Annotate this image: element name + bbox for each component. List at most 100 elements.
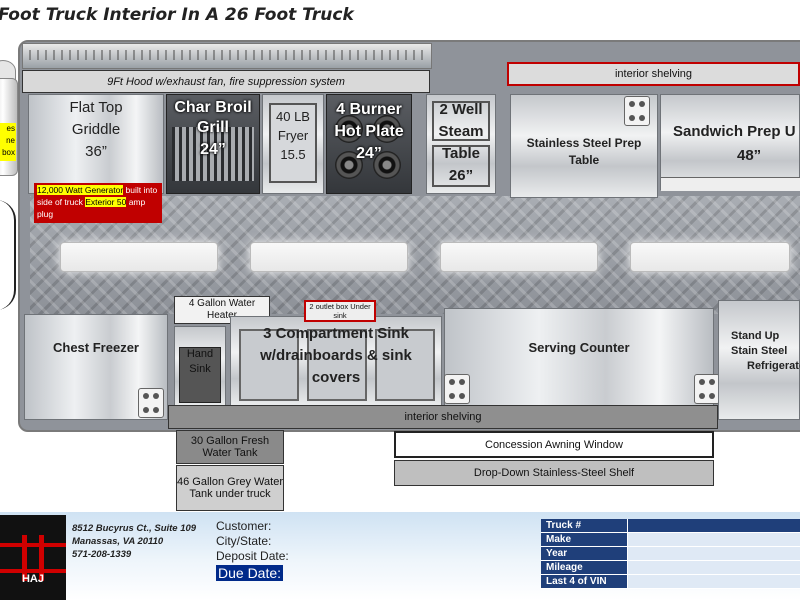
burner-icon xyxy=(373,151,401,179)
bottom-interior-shelving: interior shelving xyxy=(168,405,718,429)
flat-top-griddle: Flat Top Griddle 36” xyxy=(28,94,164,194)
griddle-line-1: Flat Top xyxy=(69,99,123,116)
charbroil-line-2: Grill xyxy=(196,119,229,136)
grill-grate xyxy=(172,127,254,181)
due-date-label: Due Date: xyxy=(216,565,284,581)
comp-sink-line-3: covers xyxy=(311,369,361,386)
vin-label: Last 4 of VIN xyxy=(541,575,627,588)
ceiling-light xyxy=(630,242,790,272)
steam-line-3: Table xyxy=(441,145,481,162)
year-label: Year xyxy=(541,547,627,560)
fryer-line-2: Fryer xyxy=(277,128,309,143)
outlet-icon xyxy=(694,374,720,404)
left-note-line-2: ne xyxy=(6,136,15,145)
griddle-line-3: 36” xyxy=(85,143,107,160)
left-note: es ne box xyxy=(0,123,16,161)
concession-awning-window: Concession Awning Window xyxy=(394,431,714,458)
deposit-date-label: Deposit Date: xyxy=(216,549,289,563)
year-value[interactable] xyxy=(627,547,800,560)
chest-freezer-label: Chest Freezer xyxy=(53,340,139,355)
serving-counter: Serving Counter xyxy=(444,308,714,420)
charbroil-line-3: 24” xyxy=(200,141,226,158)
four-burner-hot-plate: 4 Burner Hot Plate 24” xyxy=(326,94,412,194)
hand-sink-line-2: Sink xyxy=(189,363,211,375)
ceiling-light xyxy=(250,242,408,272)
generator-note-part-3: Exterior 50 xyxy=(85,197,127,207)
mileage-label: Mileage xyxy=(541,561,627,574)
charbroil-line-1: Char Broil xyxy=(174,99,252,116)
mileage-value[interactable] xyxy=(627,561,800,574)
table-row: Mileage xyxy=(541,561,800,575)
generator-note-part-2: built into side of truck xyxy=(37,185,158,207)
sandwich-prep-unit: Sandwich Prep U 48” xyxy=(660,94,800,191)
outlet-icon xyxy=(624,96,650,126)
steam-well xyxy=(432,101,490,141)
outlet-icon xyxy=(444,374,470,404)
make-value[interactable] xyxy=(627,533,800,546)
burner-icon xyxy=(335,151,363,179)
hood-top xyxy=(22,43,432,69)
company-address: 8512 Bucyrus Ct., Suite 109 Manassas, VA… xyxy=(72,522,196,561)
steam-line-4: 26” xyxy=(448,167,474,184)
grey-water-tank: 46 Gallon Grey Water Tank under truck xyxy=(176,465,284,511)
truck-info-table: Truck # Make Year Mileage Last 4 of VIN xyxy=(541,519,800,589)
char-broil-grill: Char Broil Grill 24” xyxy=(166,94,260,194)
table-row: Year xyxy=(541,547,800,561)
vin-value[interactable] xyxy=(627,575,800,588)
serving-counter-label: Serving Counter xyxy=(528,340,630,355)
address-line-2: Manassas, VA 20110 xyxy=(72,536,164,547)
page-title: Foot Truck Interior In A 26 Foot Truck xyxy=(0,5,354,25)
address-line-1: 8512 Bucyrus Ct., Suite 109 xyxy=(72,523,197,534)
ceiling-light xyxy=(60,242,218,272)
truck-number-label: Truck # xyxy=(541,519,627,532)
fryer-basket xyxy=(269,103,317,183)
truck-number-value[interactable] xyxy=(627,519,800,532)
generator-note-part-1: 12,000 Watt Generator xyxy=(37,185,124,195)
fryer: 40 LB Fryer 15.5 xyxy=(262,94,324,194)
fridge-line-2: Steel xyxy=(761,345,788,357)
company-logo: HAJ xyxy=(0,515,66,600)
table-row: Truck # xyxy=(541,519,800,533)
hotplate-line-1: 4 Burner xyxy=(336,101,402,118)
table-row: Last 4 of VIN xyxy=(541,575,800,589)
stand-up-refrigerator: Stand Up Stain Steel Refrigerato xyxy=(718,300,800,420)
logo-text: HAJ xyxy=(21,573,44,585)
burner-icon xyxy=(373,115,401,143)
generator-note-part-4: amp plug xyxy=(37,197,146,219)
comp-sink-line-2: w/drainboards & sink xyxy=(260,347,412,364)
comp-sink-line-1: 3 Compartment Sink xyxy=(263,325,409,342)
hand-sink-basin xyxy=(179,347,221,403)
table-row: Make xyxy=(541,533,800,547)
left-note-line-1: es xyxy=(6,124,15,133)
hood-label: 9Ft Hood w/exhaust fan, fire suppression… xyxy=(22,70,430,93)
steam-well xyxy=(432,145,490,187)
side-arc xyxy=(0,200,16,310)
fridge-line-1: Stand Up Stain xyxy=(731,330,780,357)
drop-down-shelf: Drop-Down Stainless-Steel Shelf xyxy=(394,460,714,486)
generator-note: 12,000 Watt Generator built into side of… xyxy=(34,183,162,223)
steam-line-2: Steam xyxy=(438,123,484,140)
outlet-box-label: 2 outlet box Under sink xyxy=(304,300,376,322)
prep-table-line-2: Table xyxy=(568,153,600,167)
sandwich-line-1: Sandwich Prep U xyxy=(673,123,796,140)
sink-basin xyxy=(307,329,367,401)
hotplate-line-3: 24” xyxy=(356,145,382,162)
fryer-line-1: 40 LB xyxy=(276,109,310,124)
burner-icon xyxy=(335,115,363,143)
fryer-line-3: 15.5 xyxy=(280,147,306,162)
sandwich-line-2: 48” xyxy=(737,147,762,164)
sink-basin xyxy=(375,329,435,401)
steam-line-1: 2 Well xyxy=(439,101,483,118)
griddle-line-2: Griddle xyxy=(71,121,121,138)
three-compartment-sink: 3 Compartment Sink w/drainboards & sink … xyxy=(230,316,442,406)
top-interior-shelving: interior shelving xyxy=(507,62,800,86)
sink-basin xyxy=(239,329,299,401)
customer-info: Customer: City/State: Deposit Date: xyxy=(216,519,289,564)
hand-sink: Hand Sink xyxy=(174,326,226,406)
outlet-icon xyxy=(138,388,164,418)
address-line-3: 571-208-1339 xyxy=(72,549,132,560)
fridge-line-3: Refrigerato xyxy=(747,360,800,372)
hand-sink-line-1: Hand xyxy=(186,348,214,360)
make-label: Make xyxy=(541,533,627,546)
